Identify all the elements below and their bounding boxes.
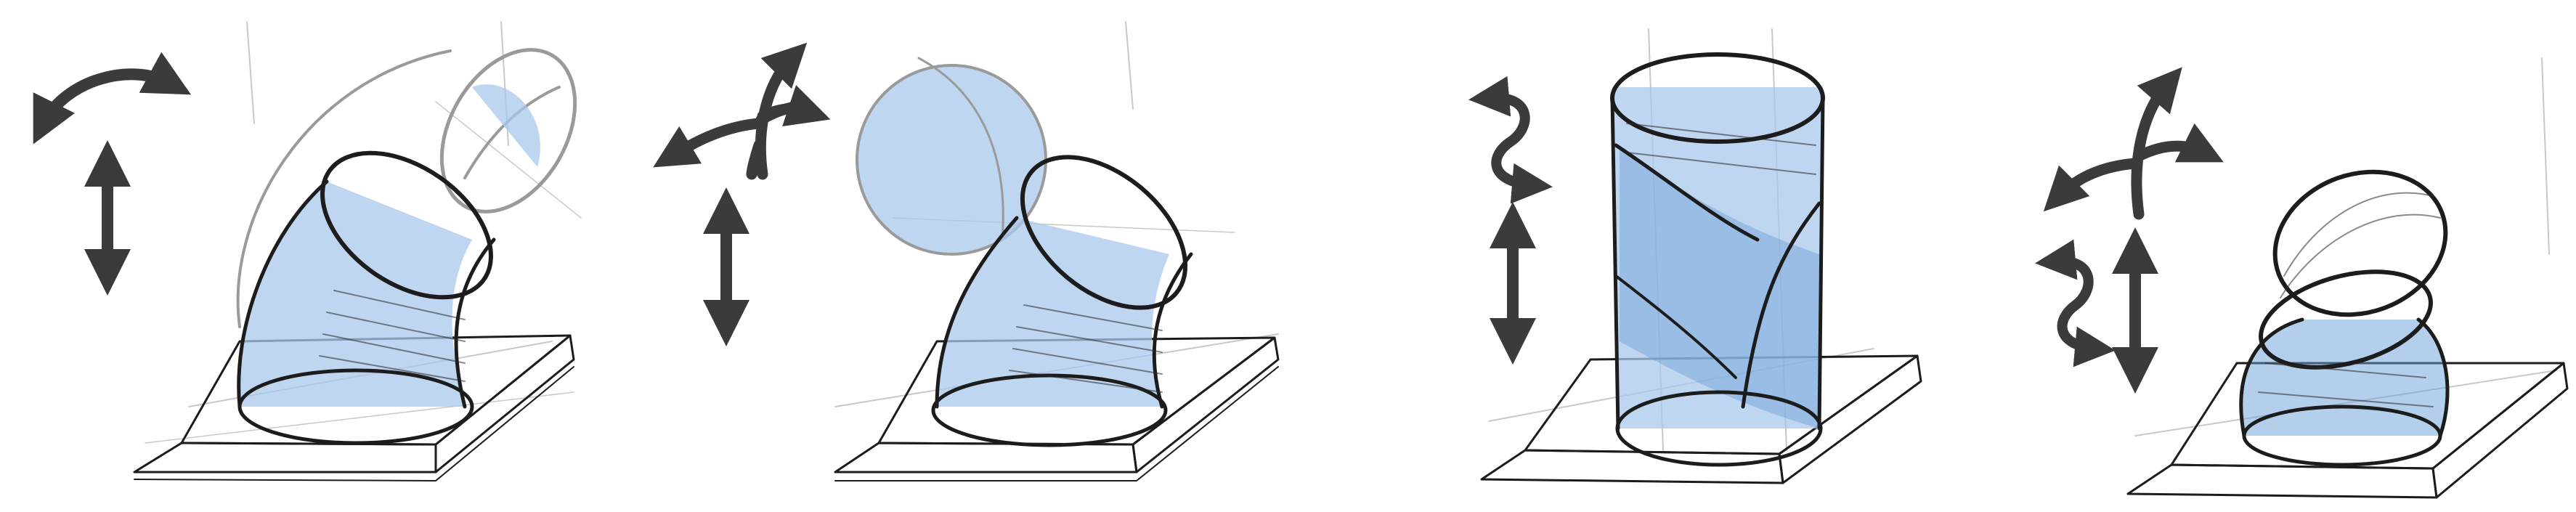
curved-rotate-arrow-icon	[44, 74, 171, 123]
twist-arrow-icon	[2055, 261, 2095, 349]
panel-2	[672, 22, 1278, 481]
three-way-pivot-arrow-icon	[672, 58, 810, 174]
three-way-pivot-arrow-icon	[2059, 84, 2204, 214]
twisted-cylinder	[1612, 54, 1823, 465]
bent-tube	[239, 123, 518, 443]
panel-3	[1482, 29, 1921, 483]
twist-arrow-icon	[1489, 98, 1532, 185]
stacked-split-spheres	[2241, 149, 2466, 465]
panel-4	[2055, 58, 2567, 497]
panel-1	[44, 22, 602, 481]
